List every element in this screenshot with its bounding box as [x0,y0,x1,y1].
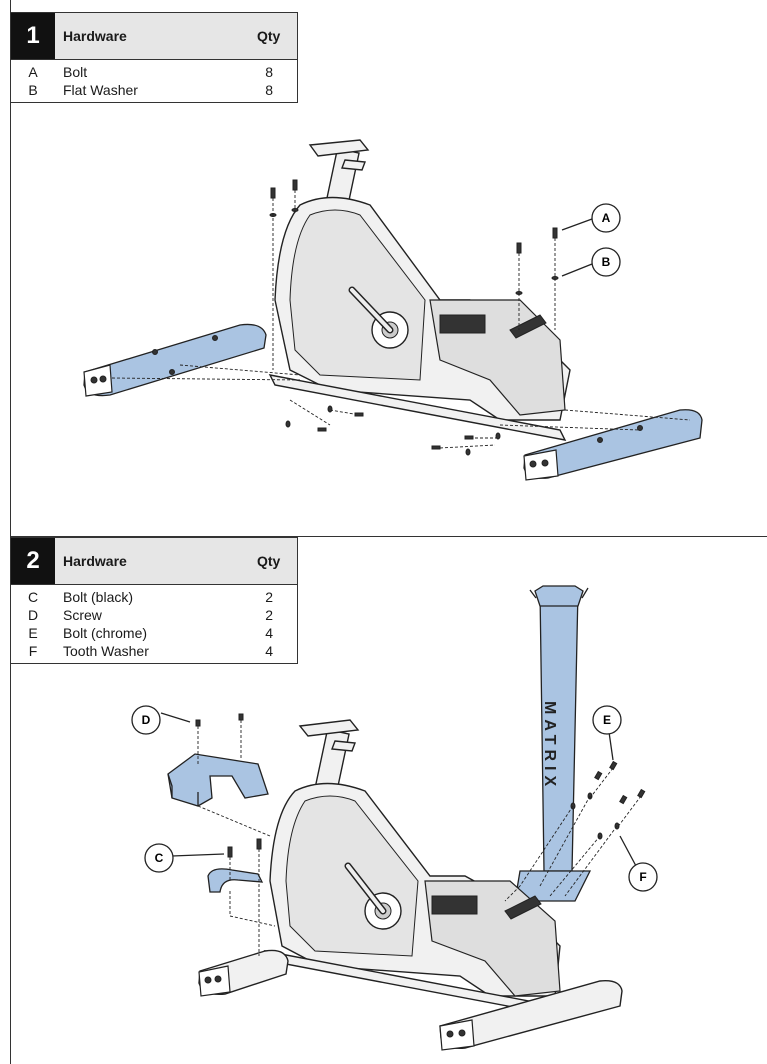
hardware-qty: 4 [265,643,273,659]
front-stabilizer [198,949,289,997]
qty-header: Qty [257,28,281,44]
alignment-lines [197,720,642,956]
callout-c: C [144,843,225,873]
hardware-letter: A [28,64,38,80]
bolts-a [269,179,559,295]
callout-b: B [561,247,621,277]
hardware-letter: D [27,607,39,623]
callout-e: E [592,705,622,761]
callout-d: D [131,705,191,735]
hardware-qty: 2 [265,607,273,623]
hardware-letter: B [28,82,38,98]
hardware-header: Hardware [63,553,127,569]
hardware-letter: C [27,589,39,605]
step-2-frame [10,536,767,1064]
hardware-letter: E [28,625,38,641]
hardware-name: Flat Washer [63,82,138,98]
shroud-cover [167,753,269,807]
svg-text:A: A [602,211,611,225]
bolts-lower [285,405,501,456]
brand-text: MATRIX [541,701,558,791]
hardware-qty: 8 [265,82,273,98]
rear-stabilizer [439,980,623,1051]
step-2-hardware-table: 2 Hardware Qty C Bolt (black) 2 D Screw … [10,537,298,664]
bracket-part [207,868,264,893]
rear-stabilizer [523,409,703,481]
step-1-frame [10,0,767,536]
hardware-qty: 4 [265,625,273,641]
hardware-name: Bolt [63,64,88,80]
step-1-section: A B 1 Hardware Qty A Bolt 8 B Flat Washe… [10,0,767,536]
hardware-row-b: B Flat Washer 8 [11,81,297,99]
step-1-illustration: A B [83,139,703,481]
callout-f: F [619,835,658,892]
front-stabilizer [83,323,267,397]
callout-a: A [561,203,621,233]
step-2-table-header: 2 Hardware Qty [11,538,297,585]
hardware-letter: F [28,643,38,659]
hardware-qty: 8 [265,64,273,80]
hardware-row-c: C Bolt (black) 2 [11,588,297,606]
bike-frame [263,782,562,1017]
hardware-header: Hardware [63,28,127,44]
hardware-name: Tooth Washer [63,643,149,659]
svg-text:C: C [155,851,164,865]
svg-text:D: D [142,713,151,727]
hardware-row-a: A Bolt 8 [11,63,297,81]
console-mast: MATRIX [514,585,592,902]
svg-text:E: E [603,713,611,727]
svg-text:B: B [602,255,611,269]
hardware-row-d: D Screw 2 [11,606,297,624]
step-1-hardware-table: 1 Hardware Qty A Bolt 8 B Flat Washer 8 [10,12,298,103]
hardware-name: Bolt (black) [63,589,134,605]
hardware-row-f: F Tooth Washer 4 [11,642,297,660]
step-number: 2 [11,538,55,584]
hardware-row-e: E Bolt (chrome) 4 [11,624,297,642]
step-number: 1 [11,13,55,59]
hardware-qty: 2 [265,589,273,605]
alignment-lines [111,190,691,449]
step-2-section: MATRIX [0,536,767,1064]
hardware-name: Bolt (chrome) [63,625,148,641]
bike-frame [268,196,571,441]
qty-header: Qty [257,553,281,569]
hardware-name: Screw [63,607,102,623]
svg-text:F: F [639,870,646,884]
step-2-illustration: MATRIX [131,585,658,1051]
step-1-table-header: 1 Hardware Qty [11,13,297,60]
